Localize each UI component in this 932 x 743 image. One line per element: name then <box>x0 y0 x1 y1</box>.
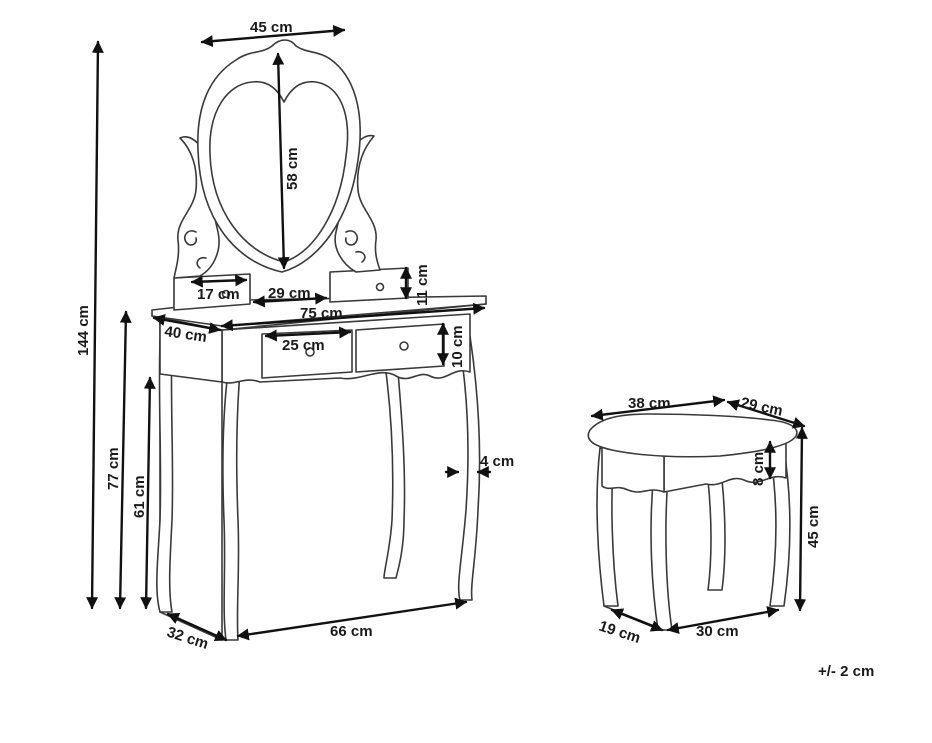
table-back-leg-right <box>383 371 406 579</box>
stool-front-leg-right <box>769 449 791 607</box>
stool-front-leg-left <box>596 447 619 607</box>
label-stool-base-width: 30 cm <box>696 623 739 640</box>
label-table-depth: 40 cm <box>163 323 207 346</box>
label-mirror-height: 58 cm <box>284 147 301 190</box>
dimension-lines <box>86 24 808 642</box>
stool-front-leg-center <box>650 471 673 631</box>
label-stool-width: 38 cm <box>628 395 671 412</box>
table-front-leg-right <box>457 335 481 601</box>
table-back-leg-left <box>222 371 241 641</box>
label-drawer-small-height: 11 cm <box>414 264 431 306</box>
label-drawer-small-width: 17 cm <box>197 286 240 303</box>
top-drawer-right <box>329 267 409 303</box>
top-drawer-knob-right <box>375 282 385 292</box>
drawer-knob-right <box>399 341 409 351</box>
label-drawer-gap: 29 cm <box>268 285 311 302</box>
label-table-height: 77 cm <box>105 447 122 490</box>
table-front-leg-left <box>156 339 174 613</box>
label-drawer-height: 10 cm <box>449 325 466 368</box>
label-stool-apron: 8 cm <box>750 452 767 486</box>
label-base-width: 66 cm <box>330 623 373 640</box>
label-total-height: 144 cm <box>75 305 92 356</box>
label-table-width: 75 cm <box>300 305 343 322</box>
stool-back-leg <box>707 479 726 591</box>
stool-drawing <box>587 413 798 631</box>
label-knee-height: 61 cm <box>131 475 148 518</box>
label-leg-width: 4 cm <box>480 453 514 470</box>
label-drawer-width: 25 cm <box>282 337 325 354</box>
label-stool-depth: 29 cm <box>739 394 784 419</box>
tolerance-note: +/- 2 cm <box>818 663 874 680</box>
drawer-knob-left <box>305 347 315 357</box>
label-stool-height: 45 cm <box>805 505 822 548</box>
label-mirror-width: 45 cm <box>250 19 293 36</box>
top-drawer-knob-left <box>221 289 231 299</box>
label-stool-base-depth: 19 cm <box>597 618 643 647</box>
